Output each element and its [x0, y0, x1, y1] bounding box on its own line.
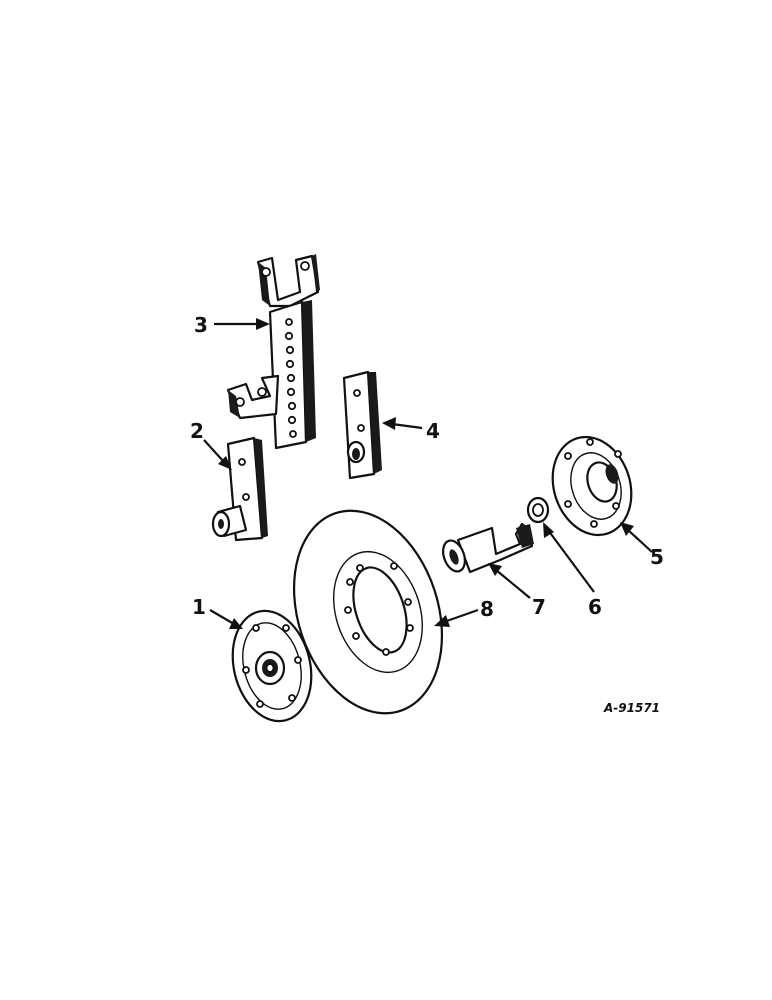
callout-3-label: 3	[194, 313, 208, 337]
callout-7: 7	[488, 563, 546, 619]
callout-2-label: 2	[190, 419, 204, 443]
callout-5-label: 5	[650, 545, 664, 569]
part-2-mounting-plate	[211, 436, 268, 542]
part-5-outer-flange	[551, 435, 633, 537]
part-3-standard-bracket	[226, 254, 320, 450]
callout-6: 6	[543, 522, 602, 619]
callout-4: 4	[382, 417, 440, 443]
part-6-washer	[526, 496, 550, 524]
part-4-mounting-plate	[342, 370, 382, 480]
callout-2: 2	[190, 419, 232, 470]
callout-1: 1	[192, 595, 243, 629]
callout-6-label: 6	[588, 595, 602, 619]
part-8-disc	[292, 509, 444, 715]
figure-reference-code: A-91571	[603, 701, 660, 715]
callout-1-label: 1	[192, 595, 206, 619]
callout-3: 3	[194, 313, 270, 337]
callout-8-label: 8	[480, 597, 494, 621]
part-1-hub-flange	[231, 609, 313, 723]
callout-5: 5	[620, 522, 664, 569]
callout-8: 8	[434, 597, 494, 627]
callout-7-label: 7	[532, 595, 546, 619]
callout-4-label: 4	[426, 419, 440, 443]
part-7-spindle	[442, 522, 534, 574]
